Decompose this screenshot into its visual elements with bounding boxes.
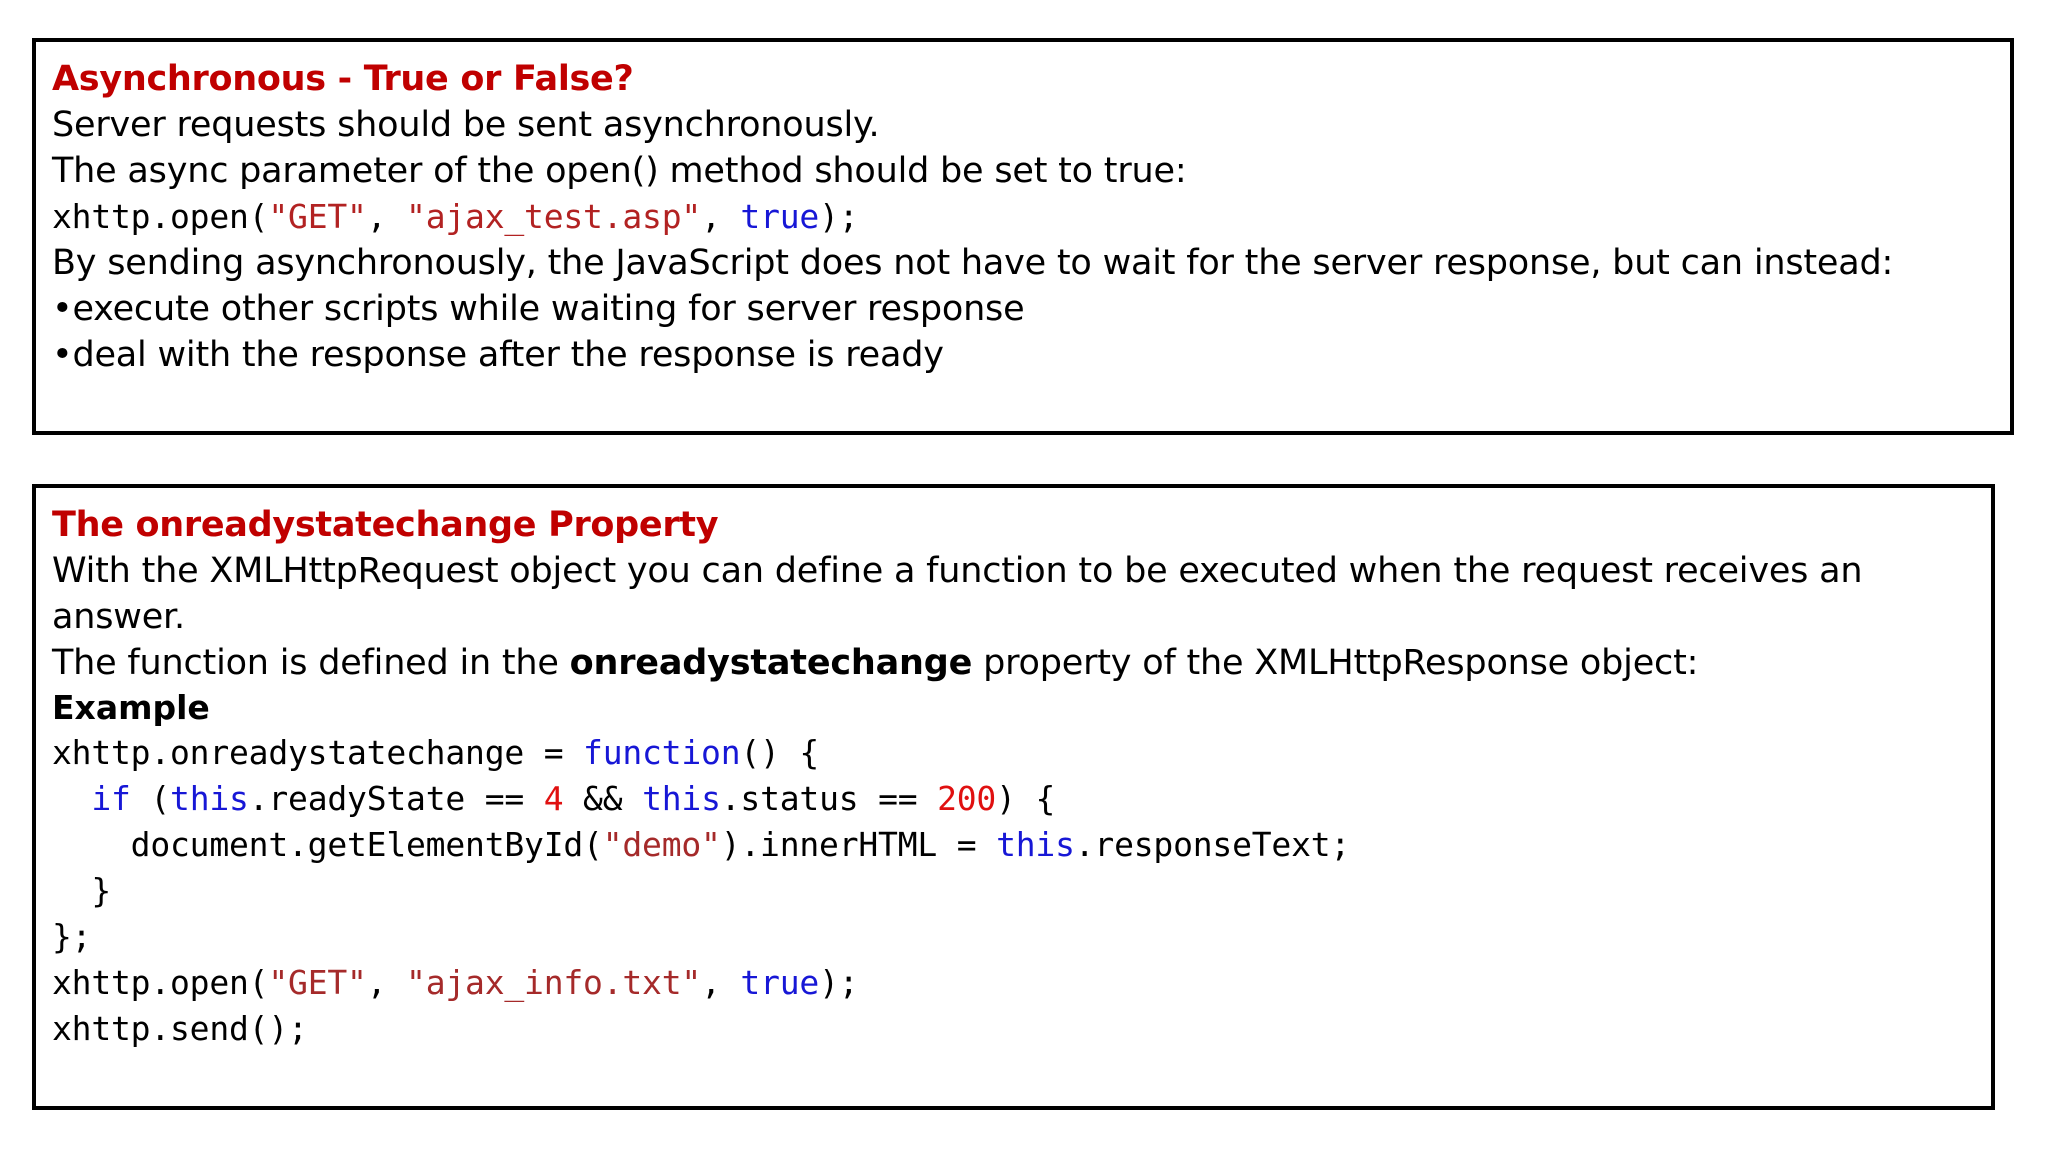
example-label: Example — [52, 688, 210, 727]
code-token-status: .status == — [720, 779, 938, 818]
code-token-send: xhttp.send(); — [52, 1009, 308, 1048]
code-token-string-method: "GET" — [268, 197, 367, 236]
code-token-open-brace: () { — [740, 733, 820, 772]
code-token-keyword-true-2: true — [740, 963, 820, 1002]
code-line-4: } — [52, 868, 1977, 914]
code-token-comma-2: , — [701, 963, 741, 1002]
code-line-5: }; — [52, 914, 1977, 960]
code-token-keyword-this-3: this — [996, 825, 1075, 864]
code-line-2: if (this.readyState == 4 && this.status … — [52, 776, 1977, 822]
code-token-and: && — [563, 779, 643, 818]
code-token-keyword-if: if — [91, 779, 131, 818]
code-token-comma-1: , — [366, 963, 407, 1002]
asynchronous-panel: Asynchronous - True or False? Server req… — [32, 38, 2014, 435]
sentence-before: The function is defined in the — [52, 643, 570, 683]
onreadystatechange-panel-heading: The onreadystatechange Property — [52, 505, 719, 545]
code-token-string-url: "ajax_test.asp" — [406, 197, 702, 236]
code-token-innerhtml: ).innerHTML = — [720, 825, 997, 864]
code-token-keyword-this-1: this — [170, 779, 249, 818]
code-token-assign: xhttp.onreadystatechange = — [52, 733, 584, 772]
onreadystatechange-panel: The onreadystatechange Property With the… — [32, 484, 1995, 1110]
code-line-7: xhttp.send(); — [52, 1006, 1977, 1052]
asynchronous-panel-heading: Asynchronous - True or False? — [52, 59, 634, 99]
onreadystatechange-code-block: xhttp.onreadystatechange = function() { … — [50, 730, 1977, 1052]
asynchronous-paragraph: By sending asynchronously, the JavaScrip… — [52, 243, 1894, 283]
code-token-responsetext: .responseText; — [1074, 825, 1351, 864]
code-token-separator-1: , — [366, 197, 407, 236]
code-line-6: xhttp.open("GET", "ajax_info.txt", true)… — [52, 960, 1977, 1006]
code-token-readystate: .readyState == — [248, 779, 544, 818]
onreadystatechange-paragraph: With the XMLHttpRequest object you can d… — [52, 551, 1863, 637]
code-token-close-brace-outer: }; — [52, 917, 92, 956]
code-token-keyword-this-2: this — [642, 779, 721, 818]
code-token-separator-2: , — [701, 197, 741, 236]
code-token-string-ajax-info: "ajax_info.txt" — [406, 963, 702, 1002]
sentence-bold-property: onreadystatechange — [569, 643, 973, 683]
code-token-keyword-true: true — [740, 197, 820, 236]
code-line-1: xhttp.onreadystatechange = function() { — [52, 730, 1977, 776]
asynchronous-line-1: Server requests should be sent asynchron… — [52, 105, 880, 145]
code-token-suffix: ); — [819, 197, 859, 236]
code-token-call: xhttp.open( — [52, 197, 269, 236]
code-line-3: document.getElementById("demo").innerHTM… — [52, 822, 1977, 868]
code-token-string-get: "GET" — [268, 963, 367, 1002]
code-token-close-brace-inner: } — [52, 871, 112, 910]
code-token-end: ); — [819, 963, 859, 1002]
code-token-indent — [52, 779, 91, 818]
asynchronous-bullet-2: •deal with the response after the respon… — [52, 335, 944, 375]
asynchronous-code-open: xhttp.open("GET", "ajax_test.asp", true)… — [52, 194, 1996, 240]
asynchronous-bullet-1: •execute other scripts while waiting for… — [52, 289, 1025, 329]
code-token-close-paren-brace: ) { — [996, 779, 1056, 818]
code-token-number-200: 200 — [937, 779, 997, 818]
code-token-number-4: 4 — [543, 779, 564, 818]
code-token-keyword-function: function — [583, 733, 741, 772]
sentence-after: property of the XMLHttpResponse object: — [972, 643, 1699, 683]
asynchronous-line-2: The async parameter of the open() method… — [52, 151, 1187, 191]
onreadystatechange-sentence: The function is defined in the onreadyst… — [52, 640, 1977, 686]
code-token-string-demo: "demo" — [602, 825, 721, 864]
code-token-getelementbyid: document.getElementById( — [52, 825, 603, 864]
code-token-open-call: xhttp.open( — [52, 963, 269, 1002]
code-token-paren: ( — [130, 779, 171, 818]
